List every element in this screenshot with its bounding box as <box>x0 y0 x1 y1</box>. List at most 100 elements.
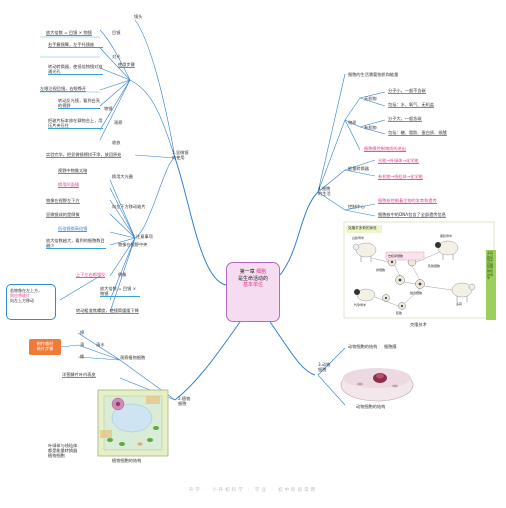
chloroplast-text: 光能→叶绿体→化学能 <box>378 158 419 165</box>
note-2a: 向左下方移动玻片 <box>112 204 146 209</box>
note-3: 显微镜成的是倒像 <box>46 212 80 219</box>
note-3a: 放大倍数越大，看到的细胞数目越少 <box>46 238 106 250</box>
note-4: 低倍镜换高倍镜 <box>58 226 88 233</box>
lens-note: 放大倍数 = 目镜 × 物镜 <box>46 30 92 37</box>
step-drop: 滴 <box>80 342 85 347</box>
center-title-line3: 基本单位 <box>242 282 263 289</box>
animal-cell-caption: 动物细胞的结构 <box>356 404 386 409</box>
organic-label: 有机物 <box>364 125 377 130</box>
label-dolly: 多莉 <box>456 302 463 306</box>
note-7: 放大倍数 = 目镜 × 物镜 <box>100 286 140 298</box>
branch1-title-line2: 的使用 <box>172 155 185 161</box>
step-tear: 撕 <box>80 354 85 359</box>
dolly-side-note: 多莉的基因来自提供细胞核的母羊 <box>487 251 494 281</box>
label-surrogate: 代孕母羊 <box>354 303 367 307</box>
observe-title: 观察 <box>114 120 123 125</box>
dolly-caption: 克隆羊多莉的身世 <box>348 226 377 230</box>
branch2-title-line2: 细胞 <box>178 401 187 407</box>
slide-steps-tag-line2: 装片步骤 <box>36 346 54 352</box>
branch2-title-line1: 2.植物 <box>178 396 191 401</box>
animal-item-1: 动物细胞的结构 <box>348 344 378 349</box>
obs-title: 观察植物细胞 <box>120 355 146 360</box>
branch4-title: 4.细胞 的生活 <box>318 186 331 196</box>
energy-label: 能量转换器 <box>348 166 369 171</box>
lens-label: 镜头 <box>134 14 143 19</box>
branch4-title-line1: 4.细胞 <box>318 186 331 191</box>
plant-bottom-note-1: 叶绿体与线粒体 <box>48 443 78 448</box>
note-2: 物像在视野左下方 <box>46 198 80 205</box>
center-title-line2: 是生命活动的 <box>237 275 268 282</box>
label-fused: 融合细胞 <box>410 291 423 295</box>
step-wipe: 擦 <box>80 330 85 335</box>
control-2: 细胞核中的DNA包含了全部遗传信息 <box>378 212 446 219</box>
link-center-branch4 <box>279 191 319 276</box>
left-note-line2: 则应将玻片 <box>10 293 30 299</box>
plant-bottom-note-3: 植物细胞 <box>48 453 65 459</box>
control-center-label: 控制中心 <box>348 204 365 209</box>
focus-text-2: 左眼注视目镜，右眼睁开 <box>40 86 87 93</box>
left-note-box: 若物像在左上方， 则应将玻片 向左上方移动 <box>6 284 56 320</box>
note-6a: 倒像 <box>118 272 127 277</box>
left-note-line3: 向左上方移动 <box>10 298 34 304</box>
cloning-caption: 克隆技术 <box>410 322 427 327</box>
inorganic-1: 分子小，一般不含碳 <box>388 88 426 95</box>
note-1a: 换用大光圈 <box>112 174 133 179</box>
use-steps-title: 使用步骤 <box>118 62 135 69</box>
animal-cell-image <box>340 368 414 402</box>
link-center-branch1 <box>174 157 227 286</box>
label-black-sheep: 黑脸母羊 <box>440 234 453 238</box>
observe-sub-a: 物镜 <box>104 106 113 111</box>
branch3-title: 3.动物 细胞 <box>318 362 330 372</box>
tear-text: 洋葱鳞片叶内表皮 <box>62 372 96 379</box>
left-note-line1: 若物像在左上方， <box>10 288 42 293</box>
slide-steps-tag-line1: 制作临时 <box>36 341 54 346</box>
inorganic-label: 无机物 <box>364 96 377 101</box>
inorganic-2: 包括：水、氧气、无机盐 <box>388 102 435 109</box>
needs-matter-energy: 细胞的生活需要物质和能量 <box>348 72 399 77</box>
footer-text: 升学 · 小升初科学 · 学业 · 初中阶段常用 <box>188 488 318 493</box>
sheep-white-icon <box>352 242 377 262</box>
branch3-title-line2: 细胞 <box>318 367 327 373</box>
center-title-b: 细胞 <box>256 269 267 275</box>
sheep-black-icon <box>435 240 459 260</box>
notes-title: 注意事项 <box>136 234 153 239</box>
center-topic: 第一章 细胞 是生命活动的 基本单位 <box>226 262 280 322</box>
link-center-branch2 <box>174 321 241 401</box>
branch1-title-line1: 1.显微镜 <box>172 150 189 155</box>
branch2-title: 2.植物 细胞 <box>178 396 190 406</box>
observe-text-2: 转动粗准焦螺旋，使镜筒缓缓下降 <box>76 308 139 315</box>
sheep-surrogate-icon <box>354 288 376 302</box>
organic-2: 包括：糖、脂肪、蛋白质、核酸 <box>388 130 447 137</box>
cloning-diagram-frame <box>343 221 495 319</box>
branch3-title-line1: 3.动物 <box>318 362 331 367</box>
note-1: 视野中物像太暗 <box>58 168 88 175</box>
clean-title: 收放 <box>112 140 121 145</box>
clean-text: 实验完毕，把显微镜擦拭干净，放回原处 <box>46 152 122 159</box>
plant-cell-image <box>97 389 169 457</box>
mitochondria-text: 有机物→线粒体→化学能 <box>378 174 423 181</box>
observe-text-1: 把玻片标本放在载物台上，用压片夹压住 <box>48 118 103 130</box>
mirror-text: 右手握镜臂，左手托镜座 <box>48 42 103 49</box>
label-embryo: 胚胎 <box>396 311 403 315</box>
matter-label: 物质 <box>348 120 357 125</box>
plant-cell-caption: 植物细胞的结构 <box>112 458 142 463</box>
animal-item-2: 细胞膜 <box>384 344 397 349</box>
plant-bottom-note: 叶绿体与线粒体 都是能量转换器 植物细胞 <box>48 443 96 459</box>
branch4-title-line2: 的生活 <box>318 191 331 197</box>
label-enucleated: 去核卵细胞 <box>388 254 404 258</box>
branch1-title: 1.显微镜 的使用 <box>172 150 189 160</box>
organic-1: 分子大，一般含碳 <box>388 116 422 123</box>
note-1b: 换用凹面镜 <box>58 182 79 189</box>
membrane-text: 细胞膜控制物质的进出 <box>364 146 406 153</box>
focus-title: 对光 <box>112 54 121 59</box>
plant-bottom-note-2: 都是能量转换器 <box>48 448 78 454</box>
slide-steps-tag: 制作临时 装片步骤 <box>29 339 61 355</box>
note-6: 上下左右都相反 <box>76 272 106 279</box>
control-1: 细胞核控制着生物的发育和遗传 <box>378 198 437 205</box>
note-5: 物像在视野中央 <box>118 242 148 247</box>
label-white-sheep: 白脸母羊 <box>352 236 365 240</box>
label-mammary: 乳腺细胞 <box>428 264 441 268</box>
focus-text-3: 转动反光镜，看到白亮的视野 <box>58 98 100 110</box>
lens-item-eyepiece: 目镜 <box>112 30 121 35</box>
